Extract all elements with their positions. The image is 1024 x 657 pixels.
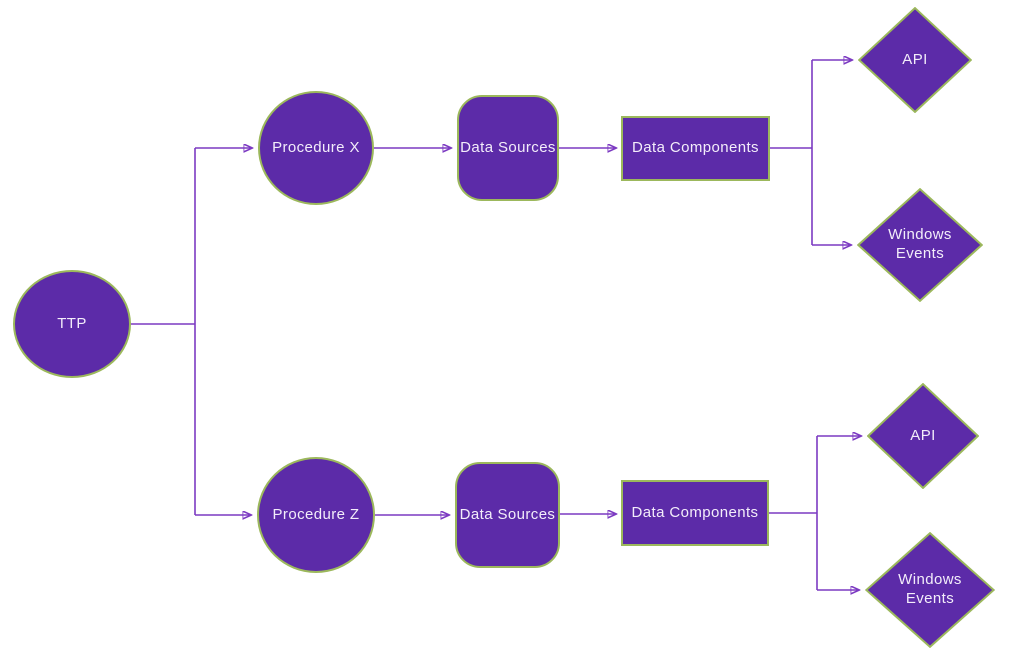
node-ttp: TTP [13,270,131,378]
node-data-components-top: Data Components [621,116,770,181]
node-data-sources-bottom: Data Sources [455,462,560,568]
node-data-components-bottom-label: Data Components [631,503,759,521]
diamond-shape [867,383,979,489]
node-api-top-label: API [902,50,928,68]
node-data-components-top-label: Data Components [632,139,759,157]
node-procedure-x: Procedure X [258,91,374,205]
diamond-shape [858,7,972,113]
node-data-sources-top: Data Sources [457,95,559,201]
node-api-bottom: API [867,383,979,489]
node-procedure-z: Procedure Z [257,457,375,573]
node-windows-events-top: Windows Events [857,188,983,302]
node-ttp-label: TTP [57,314,87,332]
node-data-components-bottom: Data Components [621,480,769,546]
node-api-top: API [858,7,972,113]
node-procedure-x-label: Procedure X [272,138,360,156]
node-windows-events-bottom: Windows Events [865,532,995,648]
node-api-bottom-label: API [910,426,936,444]
node-windows-events-top-label: Windows Events [888,226,952,262]
diamond-shape [857,188,983,302]
node-data-sources-bottom-label: Data Sources [459,505,556,523]
node-data-sources-top-label: Data Sources [460,138,556,156]
node-windows-events-bottom-label: Windows Events [898,571,962,607]
node-procedure-z-label: Procedure Z [272,505,360,523]
diamond-shape [865,532,995,648]
